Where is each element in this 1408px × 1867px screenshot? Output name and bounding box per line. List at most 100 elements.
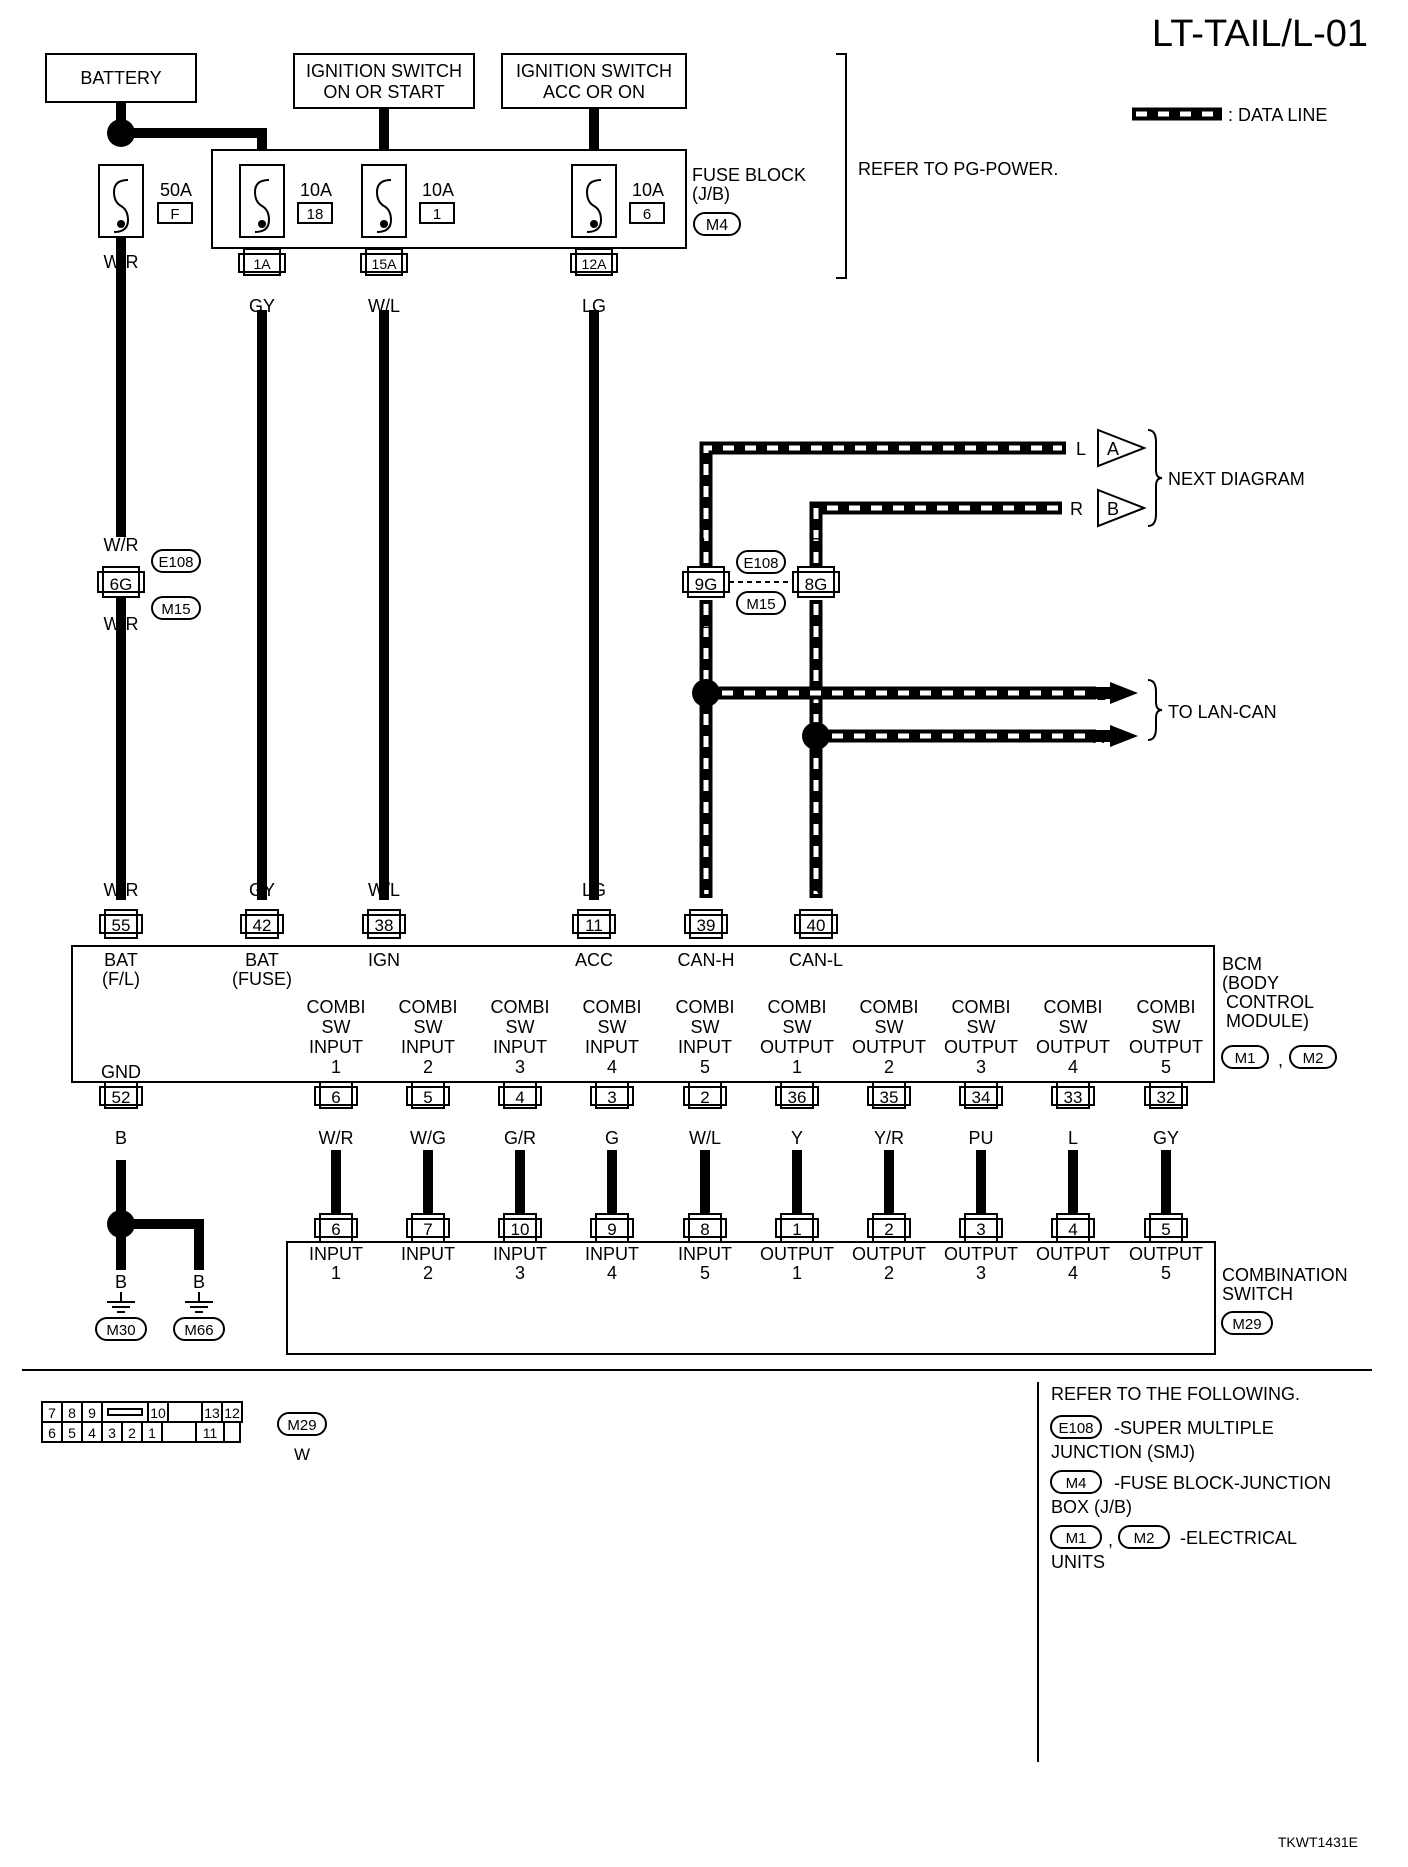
- wire-color: B: [115, 1272, 127, 1292]
- fuse-terminal: 12A: [582, 256, 608, 272]
- fuse-amps: 10A: [632, 180, 664, 200]
- connector-cell: [223, 1421, 241, 1443]
- svg-text:8G: 8G: [805, 575, 828, 594]
- ign-on-start-line2: ON OR START: [323, 82, 444, 102]
- svg-text:SWITCH: SWITCH: [1222, 1284, 1293, 1304]
- fuse-block-connector-badge: M4: [693, 212, 741, 236]
- connector-pin: 3: [108, 1425, 116, 1441]
- figure-code: TKWT1431E: [1278, 1834, 1358, 1850]
- pin-label: (F/L): [102, 969, 140, 989]
- wire-color: W/R: [104, 880, 139, 900]
- svg-text:(BODY: (BODY: [1222, 973, 1279, 993]
- connector-pin: 2: [128, 1425, 136, 1441]
- pin-label: COMBI: [1043, 997, 1102, 1017]
- pin-label: INPUT: [493, 1037, 547, 1057]
- wire-color-fuse-lg: LG: [582, 296, 606, 316]
- pin-label: 5: [1161, 1263, 1171, 1283]
- fuse-id: 18: [307, 206, 324, 223]
- connector-pin: 13: [204, 1405, 220, 1421]
- pin-label: 5: [700, 1057, 710, 1077]
- pin-label: COMBI: [951, 997, 1010, 1017]
- svg-text:-FUSE BLOCK-JUNCTION: -FUSE BLOCK-JUNCTION: [1114, 1473, 1331, 1493]
- pin-label: 3: [515, 1057, 525, 1077]
- wire-color: G/R: [504, 1128, 536, 1148]
- svg-text:E108: E108: [743, 555, 778, 572]
- bcm-bottom-pins: COMBISWINPUT16W/RCOMBISWINPUT25W/GCOMBIS…: [306, 997, 1203, 1214]
- wire-color-fuse-wl: W/L: [368, 296, 400, 316]
- svg-text:W/R: W/R: [104, 614, 139, 634]
- ign-acc-on-line1: IGNITION SWITCH: [516, 61, 672, 81]
- ignition-switch-acc-on: IGNITION SWITCH ACC OR ON: [501, 53, 687, 109]
- pin-label: 4: [607, 1057, 617, 1077]
- svg-text:,: ,: [1108, 1530, 1113, 1550]
- pin-label: 3: [515, 1263, 525, 1283]
- fuse-terminal: 15A: [372, 256, 398, 272]
- pin-number: 3: [607, 1088, 616, 1107]
- connector-pin: 9: [88, 1405, 96, 1421]
- pin-label: INPUT: [585, 1244, 639, 1264]
- svg-text:REFER TO THE FOLLOWING.: REFER TO THE FOLLOWING.: [1051, 1384, 1300, 1404]
- pin-label: INPUT: [309, 1244, 363, 1264]
- svg-text:-SUPER MULTIPLE: -SUPER MULTIPLE: [1114, 1418, 1274, 1438]
- pin-number: 10: [511, 1220, 530, 1239]
- pin-label: OUTPUT: [852, 1037, 926, 1057]
- wire-color: W/R: [319, 1128, 354, 1148]
- svg-text:JUNCTION (SMJ): JUNCTION (SMJ): [1051, 1442, 1195, 1462]
- pin-label: 1: [792, 1263, 802, 1283]
- connector-pin: 5: [68, 1425, 76, 1441]
- pin-label: SW: [967, 1017, 996, 1037]
- wire-color: R: [810, 880, 823, 900]
- pin-label: COMBI: [1136, 997, 1195, 1017]
- combination-switch-title: COMBINATION SWITCH M29: [1221, 1265, 1348, 1335]
- fuse-amps: 10A: [300, 180, 332, 200]
- pin-label: SW: [691, 1017, 720, 1037]
- svg-text:CONTROL: CONTROL: [1226, 992, 1314, 1012]
- pin-label: ACC: [575, 950, 613, 970]
- pin-number: 32: [1157, 1088, 1176, 1107]
- pin-number: 2: [884, 1220, 893, 1239]
- pin-number: 36: [788, 1088, 807, 1107]
- pin-label: 4: [1068, 1057, 1078, 1077]
- pin-number: 34: [972, 1088, 991, 1107]
- wire-color: PU: [968, 1128, 993, 1148]
- wire-color: G: [605, 1128, 619, 1148]
- pin-number: 7: [423, 1220, 432, 1239]
- references: REFER TO THE FOLLOWING. E108 -SUPER MULT…: [1050, 1384, 1331, 1572]
- pin-label: INPUT: [585, 1037, 639, 1057]
- svg-text:R: R: [810, 612, 823, 632]
- pin-label: 3: [976, 1263, 986, 1283]
- fuse-block-title-2: (J/B): [692, 184, 730, 204]
- pin-number: 9: [607, 1220, 616, 1239]
- pin-label: INPUT: [401, 1244, 455, 1264]
- pin-label: COMBI: [859, 997, 918, 1017]
- can-data-lines: [692, 428, 1147, 898]
- wire-color: B: [193, 1272, 205, 1292]
- svg-text:COMBINATION: COMBINATION: [1222, 1265, 1348, 1285]
- fuse-amps: 10A: [422, 180, 454, 200]
- pin-label: COMBI: [675, 997, 734, 1017]
- pin-label: COMBI: [582, 997, 641, 1017]
- svg-text:,: ,: [1278, 1050, 1283, 1070]
- data-line-legend: : DATA LINE: [1132, 105, 1327, 125]
- svg-text:B: B: [115, 1128, 127, 1148]
- pin-label: BAT: [245, 950, 279, 970]
- refer-pg-power: REFER TO PG-POWER.: [858, 159, 1058, 179]
- pin-label: INPUT: [309, 1037, 363, 1057]
- next-b-color: R: [1070, 499, 1083, 519]
- ign-on-start-line1: IGNITION SWITCH: [306, 61, 462, 81]
- pin-label: OUTPUT: [944, 1244, 1018, 1264]
- pin-number: 2: [700, 1088, 709, 1107]
- connector-pin: 10: [150, 1405, 166, 1421]
- pin-label: OUTPUT: [1036, 1037, 1110, 1057]
